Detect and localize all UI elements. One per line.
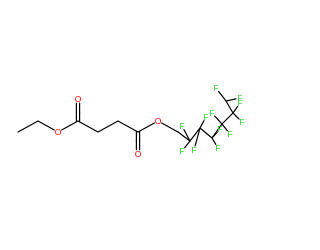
- bond-C_f1-F2-half-2: [183, 129, 188, 136]
- bond-C_me-C_et-half-2: [27, 120, 39, 128]
- bond-C_f4-F8-half-1: [217, 119, 223, 125]
- bond-C_f3-F6-half-2: [214, 131, 218, 136]
- bond-C_f2-C_f3-half-1: [199, 127, 207, 134]
- bond-C_c1-C_a-half-2: [87, 125, 99, 133]
- atom-label-f11: F: [213, 83, 218, 93]
- bond-C_f1-F2-half-1: [186, 134, 191, 142]
- bond-O_e1-C_c1-half-2: [69, 120, 79, 127]
- bond-C_f2-F4-half-1: [196, 127, 201, 138]
- bond-C_f5-F10-half-2: [234, 105, 239, 111]
- bond-C_b-C_c2-half-2: [127, 125, 139, 133]
- bond-C_f6-F11-half-2: [217, 90, 223, 97]
- bond-C_f2-F3-half-2: [201, 120, 205, 125]
- bond-C_a-C_b-half-1: [97, 125, 109, 133]
- bond-C_me-C_et-half-1: [17, 125, 29, 133]
- bond-C_f5-F9-half-1: [232, 112, 237, 117]
- bond-C_f1-F1-half-2: [184, 143, 188, 149]
- bond-C_f4-F7-half-2: [224, 126, 228, 132]
- atom-label-o_d1: O: [75, 94, 82, 104]
- atom-label-f8: F: [209, 108, 214, 118]
- atom-label-f10: F: [237, 98, 242, 108]
- bond-C_f2-C_f3-half-2: [205, 132, 213, 139]
- atom-label-f5: F: [215, 143, 220, 153]
- bond-C_f4-F8-half-2: [214, 115, 220, 121]
- bond-C_f4-C_f5-half-1: [221, 117, 229, 125]
- atom-label-o_d2: O: [135, 149, 142, 159]
- atom-label-f2: F: [179, 121, 184, 131]
- bond-C_f1-F1-half-1: [186, 140, 191, 145]
- bond-C_f5-F9-half-2: [235, 115, 240, 120]
- bond-C_f4-C_f5-half-2: [226, 112, 234, 120]
- atom-label-f6: F: [217, 124, 222, 134]
- bond-C_f5-C_f6-half-2: [225, 100, 231, 108]
- atom-label-f9: F: [239, 117, 244, 127]
- bond-C_et-O_e1-half-1: [37, 120, 47, 127]
- bond-C_f5-C_f6-half-1: [228, 106, 234, 114]
- bond-O_e2-C_ch2-half-2: [169, 126, 179, 133]
- bond-C_f6-F12-half-2: [230, 98, 237, 101]
- bond-C_c2-O_e2-half-1: [137, 126, 147, 133]
- bond-C_f3-F5-half-2: [213, 140, 217, 145]
- bond-C_f1-C_f2-half-1: [189, 133, 196, 142]
- bond-C_f2-F3-half-1: [199, 123, 203, 129]
- bond-C_f6-F11-half-1: [221, 95, 227, 102]
- bond-C_c2-O_e2-half-2: [145, 122, 155, 129]
- atom-label-f3: F: [203, 112, 208, 122]
- bond-O_e1-C_c1-half-1: [61, 124, 71, 131]
- bond-C_c1-C_a-half-1: [77, 120, 89, 128]
- bond-C_f3-C_f4-half-2: [216, 123, 223, 132]
- atom-label-o_e1: O: [55, 127, 62, 137]
- bond-C_et-O_e1-half-2: [45, 124, 55, 131]
- bond-C_f2-F4-half-2: [194, 136, 199, 147]
- bond-C_f3-F5-half-1: [211, 137, 215, 142]
- bond-O_e2-C_ch2-half-1: [161, 122, 171, 129]
- bond-C_f5-F10-half-1: [232, 109, 236, 114]
- atom-label-f4: F: [191, 145, 196, 155]
- atom-label-o_e2: O: [155, 116, 162, 126]
- atom-label-f7: F: [227, 129, 232, 139]
- atom-label-f12: F: [237, 93, 242, 103]
- bond-C_f4-F7-half-1: [221, 123, 226, 128]
- bond-C_a-C_b-half-2: [107, 120, 119, 128]
- bond-C_f6-F12-half-1: [225, 99, 232, 102]
- bond-C_ch2-C_f1-half-1: [177, 131, 185, 138]
- bond-C_b-C_c2-half-1: [117, 120, 129, 128]
- atom-label-f1: F: [179, 146, 184, 156]
- bond-layer: [17, 90, 240, 151]
- bond-C_f3-F6-half-1: [211, 134, 216, 139]
